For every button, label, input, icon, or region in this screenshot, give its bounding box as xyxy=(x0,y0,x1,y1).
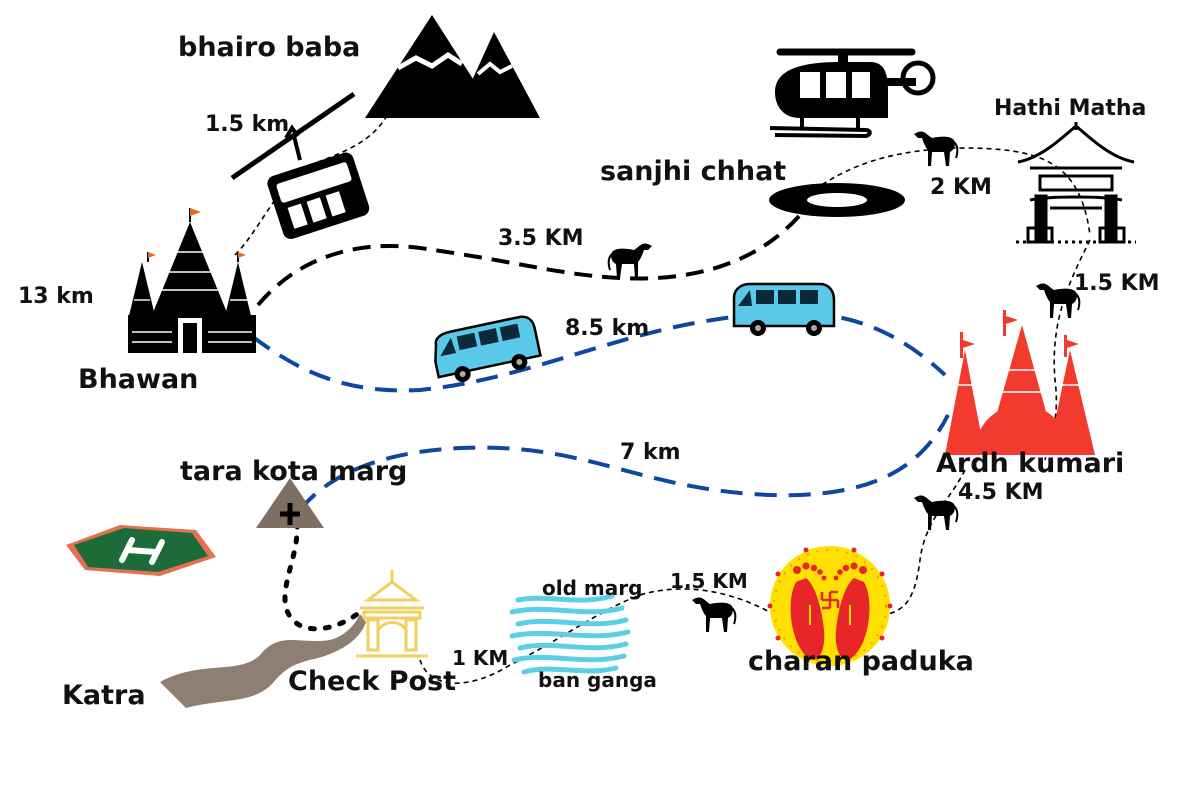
distance-label-bhawan-left: 13 km xyxy=(18,284,94,309)
katra-path-icon xyxy=(160,614,366,708)
place-label-old-marg: old marg xyxy=(542,576,643,600)
triangle-marker-icon xyxy=(256,478,324,528)
place-label-tara-kota-marg: tara kota marg xyxy=(180,456,408,487)
route-bhawan-sanjhi xyxy=(256,213,802,307)
gate-icon xyxy=(1016,122,1136,244)
place-label-bhawan: Bhawan xyxy=(78,364,199,395)
sanjhi-chhat-helipad-icon xyxy=(769,183,905,217)
horse-icon xyxy=(1035,282,1081,319)
horse-icon xyxy=(913,494,959,531)
distance-label-charan-banganga: 1.5 KM xyxy=(670,569,748,593)
route-ardh-charan xyxy=(884,469,966,616)
temple-bhawan-icon xyxy=(128,208,256,353)
ropeway-icon xyxy=(230,91,370,239)
distance-label-hathi-ardh: 1.5 KM xyxy=(1074,271,1160,296)
route-sanjhi-hathi xyxy=(799,147,1091,236)
place-label-ardh-kumari: Ardh kumari xyxy=(936,448,1125,479)
place-label-hathi-matha: Hathi Matha xyxy=(994,96,1147,121)
distance-label-hathi-sanjhi: 2 KM xyxy=(930,175,992,200)
route-tara-checkpost xyxy=(282,520,363,632)
place-label-ban-ganga: ban ganga xyxy=(538,668,657,692)
temple-red-icon xyxy=(945,310,1095,455)
place-label-check-post: Check Post xyxy=(288,666,457,697)
distance-label-horse-sanjhi: 3.5 KM xyxy=(498,226,584,251)
distance-label-ardh-charan: 4.5 KM xyxy=(958,480,1044,505)
place-label-sanjhi-chhat: sanjhi chhat xyxy=(600,156,787,187)
helicopter-icon xyxy=(769,48,936,139)
distance-label-checkpost-banganga: 1 KM xyxy=(452,646,509,670)
checkpost-icon xyxy=(356,570,428,658)
van-icon xyxy=(434,315,542,383)
route-hathi-ardh xyxy=(1044,239,1091,461)
distance-label-bus-route: 8.5 km xyxy=(565,316,650,341)
helipad-icon xyxy=(66,525,216,576)
river-icon xyxy=(509,593,631,675)
horse-icon xyxy=(691,596,737,633)
horse-icon xyxy=(607,242,653,279)
route-bus xyxy=(223,310,947,393)
mountain-icon xyxy=(365,15,540,118)
place-label-katra: Katra xyxy=(62,680,146,711)
van-icon xyxy=(732,282,836,336)
distance-label-tara-kota-route: 7 km xyxy=(620,440,681,465)
horse-icon xyxy=(913,130,959,167)
place-label-charan-paduka: charan paduka xyxy=(748,646,974,677)
paduka-icon xyxy=(767,546,893,666)
place-label-bhairo-baba: bhairo baba xyxy=(178,32,361,63)
distance-label-ropeway: 1.5 km xyxy=(205,112,290,137)
